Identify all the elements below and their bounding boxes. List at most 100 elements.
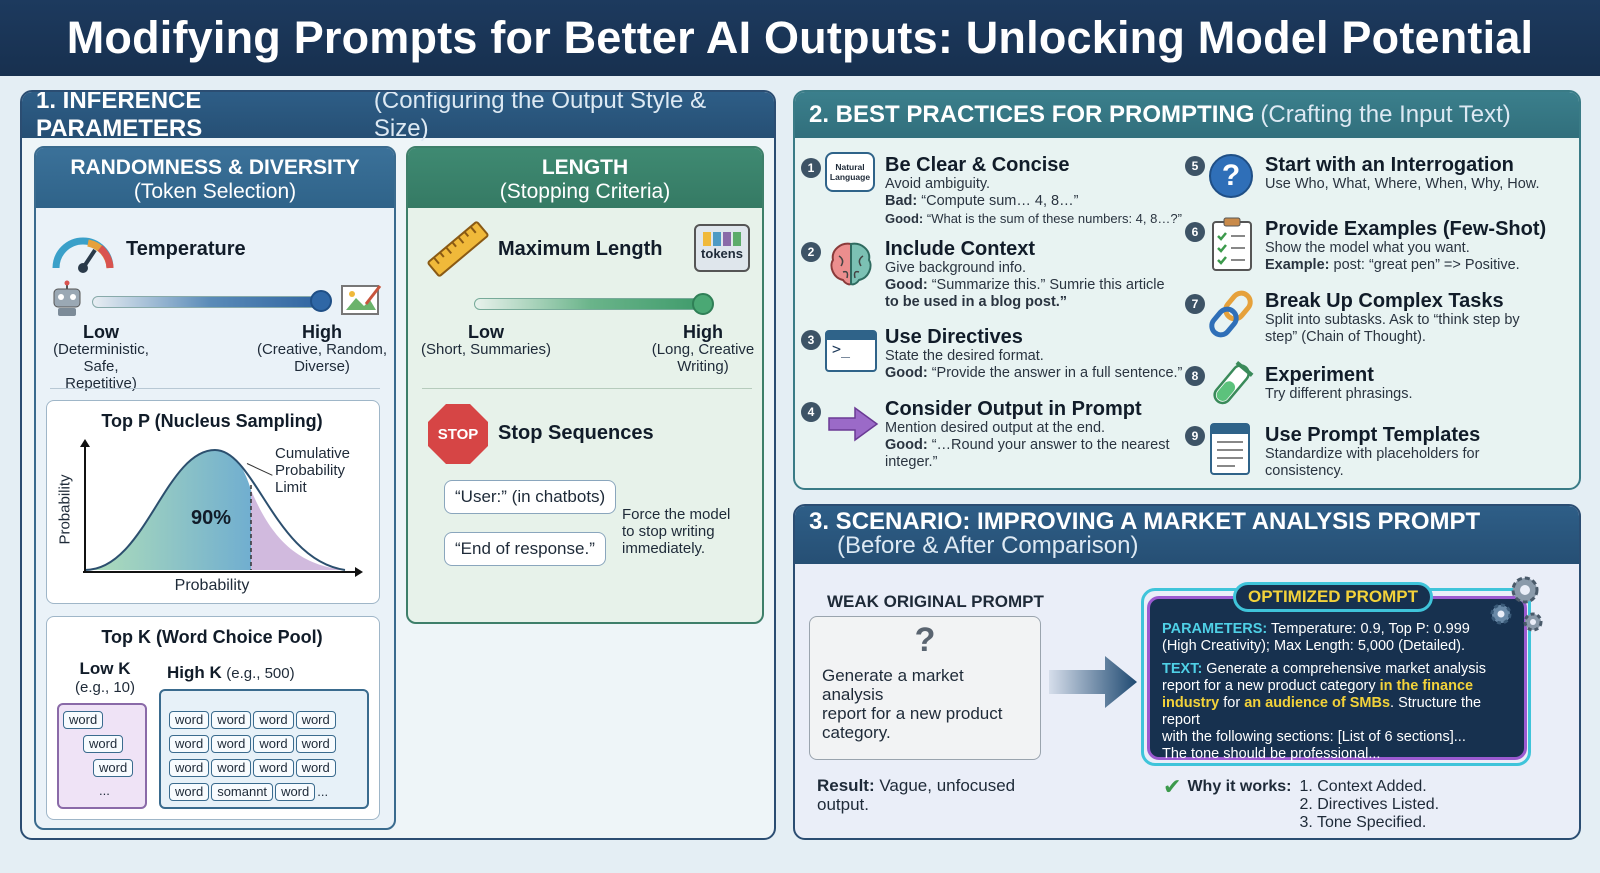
text-highlight-smbs: an audience of SMBs <box>1244 695 1391 711</box>
word-tag: word <box>275 783 316 801</box>
length-low-label: Low <box>468 322 504 342</box>
question-mark-icon: ? <box>914 621 936 659</box>
step-number-3: 3 <box>801 330 821 350</box>
gears-icon <box>1490 576 1543 632</box>
practice-title-2: Include Context <box>885 238 1036 260</box>
practice-desc-9a: Standardize with placeholders for <box>1265 446 1480 462</box>
temp-high-desc-2: Diverse) <box>294 358 350 375</box>
weak-prompt-text: Generate a market analysis report for a … <box>810 660 1040 748</box>
section-2-subtitle: (Crafting the Input Text) <box>1260 101 1511 128</box>
bad-label: Bad: <box>885 193 918 209</box>
temperature-slider-track[interactable] <box>92 296 328 308</box>
word-tag: word <box>295 759 336 777</box>
good-label: Good: <box>885 211 924 226</box>
parameters-text-1: Temperature: 0.9, Top P: 0.999 <box>1267 621 1470 637</box>
arrow-right-icon <box>828 406 879 442</box>
test-tube-icon <box>1213 360 1254 405</box>
result-text-2: output. <box>817 795 869 814</box>
good-example-cont: integer.” <box>885 454 938 470</box>
top-p-card: Top P (Nucleus Sampling) Probability Pro… <box>46 400 380 604</box>
why-point-1: 1. Context Added. <box>1299 778 1427 795</box>
section-3-header: 3. SCENARIO: IMPROVING A MARKET ANALYSIS… <box>795 506 1579 564</box>
main-title: Modifying Prompts for Better AI Outputs:… <box>0 0 1600 76</box>
why-point-3: 3. Tone Specified. <box>1299 814 1427 831</box>
top-p-percent-label: 90% <box>191 507 232 529</box>
ellipsis: ... <box>317 784 329 799</box>
word-tag: word <box>169 711 210 729</box>
weak-line-2: report for a new product <box>822 704 1003 723</box>
top-p-y-axis-label: Probability <box>56 474 74 545</box>
word-tag: word <box>253 735 294 753</box>
step-number-6: 6 <box>1185 222 1205 242</box>
temperature-label: Temperature <box>126 238 246 260</box>
length-slider-handle[interactable] <box>692 293 714 315</box>
good-example: “What is the sum of these numbers: 4, 8…… <box>923 211 1182 226</box>
example-label: Example: <box>1265 257 1330 273</box>
parameters-text-2: (High Creativity); Max Length: 5,000 (De… <box>1162 638 1466 654</box>
speech-bubble-icon: Natural Language <box>825 152 875 192</box>
transform-arrow-icon <box>1049 656 1137 708</box>
practice-desc-8: Try different phrasings. <box>1265 386 1413 402</box>
word-tag: word <box>169 759 210 777</box>
why-point-2: 2. Directives Listed. <box>1299 796 1440 813</box>
length-slider-track[interactable] <box>474 298 708 310</box>
good-example: “Provide the answer in a full sentence.” <box>927 365 1183 381</box>
cumulative-limit-label: Cumulative Probability Limit <box>275 445 350 496</box>
length-panel: LENGTH (Stopping Criteria) Maximum Lengt… <box>406 146 764 624</box>
best-practices-panel: 2. BEST PRACTICES FOR PROMPTING (Craftin… <box>793 90 1581 490</box>
force-note-3: immediately. <box>622 540 706 557</box>
practice-item-4: Consider Output in Prompt Mention desire… <box>885 398 1185 471</box>
practice-title-3: Use Directives <box>885 326 1023 348</box>
top-p-x-axis-label: Probability <box>174 577 250 594</box>
length-low-desc: (Short, Summaries) <box>420 341 552 358</box>
randomness-header: RANDOMNESS & DIVERSITY (Token Selection) <box>36 148 394 208</box>
divider <box>422 388 752 389</box>
top-p-curve-chart <box>80 439 363 577</box>
word-tag-odd: somannt <box>211 783 274 801</box>
optimized-prompt-box: PARAMETERS: Temperature: 0.9, Top P: 0.9… <box>1147 596 1527 762</box>
section-3-title: 3. SCENARIO: IMPROVING A MARKET ANALYSIS… <box>809 508 1481 535</box>
example-text: post: “great pen” => Positive. <box>1329 257 1520 273</box>
document-template-icon <box>1210 423 1250 475</box>
high-k-label: High K <box>167 663 222 682</box>
question-mark-icon: ? <box>1209 154 1253 198</box>
stop-icon-text: STOP <box>437 425 479 443</box>
practice-desc-9b: consistency. <box>1265 463 1344 479</box>
ellipsis: ... <box>99 783 110 798</box>
practice-desc-5: Use Who, What, Where, When, Why, How. <box>1265 176 1540 192</box>
text-line-2: report for a new product category <box>1162 678 1380 694</box>
text-highlight-finance: in the finance <box>1379 678 1474 694</box>
temp-low-desc-1: (Deterministic, <box>53 341 149 358</box>
low-k-label: Low K <box>79 659 131 678</box>
good-label: Good: <box>885 277 928 293</box>
length-title: LENGTH <box>541 156 629 179</box>
low-k-example: (e.g., 10) <box>74 679 136 696</box>
practice-item-9: Use Prompt Templates Standardize with pl… <box>1265 424 1575 480</box>
word-tag: word <box>63 711 104 729</box>
chain-link-icon <box>1209 290 1253 338</box>
parameters-label: PARAMETERS: <box>1162 621 1268 637</box>
section-3-subtitle: (Before & After Comparison) <box>837 532 1139 559</box>
practice-desc-7b: step” (Chain of Thought). <box>1265 329 1426 345</box>
step-number-2: 2 <box>801 242 821 262</box>
force-note-2: to stop writing <box>622 523 715 540</box>
cumulative-label-2: Probability <box>275 462 346 479</box>
divider <box>50 388 380 389</box>
practice-item-2: Include Context Give background info. Go… <box>885 238 1185 311</box>
section-1-header: 1. INFERENCE PARAMETERS (Configuring the… <box>22 92 774 142</box>
check-icon: ✔ <box>1163 774 1182 799</box>
randomness-panel: RANDOMNESS & DIVERSITY (Token Selection)… <box>34 146 396 830</box>
terminal-icon: >_ <box>825 330 877 372</box>
section-2-title: 2. BEST PRACTICES FOR PROMPTING <box>809 101 1255 128</box>
practice-item-7: Break Up Complex Tasks Split into subtas… <box>1265 290 1575 346</box>
temperature-slider-handle[interactable] <box>310 290 332 312</box>
inference-parameters-panel: 1. INFERENCE PARAMETERS (Configuring the… <box>20 90 776 840</box>
length-high-desc-1: (Long, Creative <box>651 341 755 358</box>
practice-title-8: Experiment <box>1265 364 1374 386</box>
practice-title-4: Consider Output in Prompt <box>885 398 1142 420</box>
paint-palette-icon <box>341 285 382 315</box>
practice-title-7: Break Up Complex Tasks <box>1265 290 1504 312</box>
temp-high-desc-1: (Creative, Random, <box>256 341 388 358</box>
word-tag: word <box>83 735 124 753</box>
